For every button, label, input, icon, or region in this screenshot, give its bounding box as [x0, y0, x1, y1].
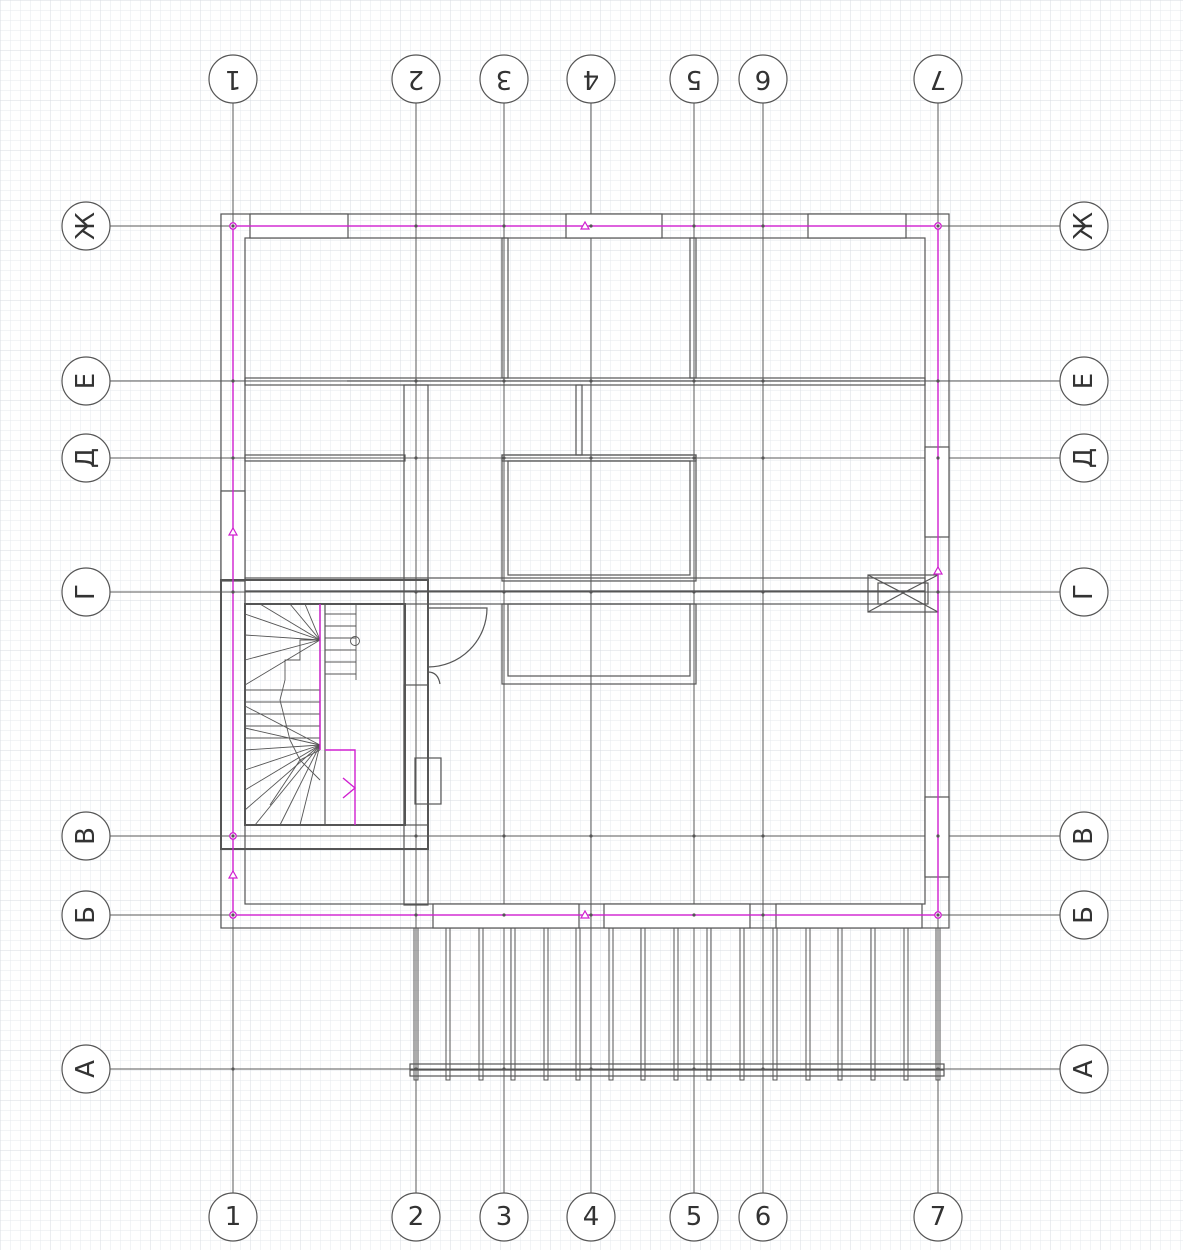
axis-bubble-bottom-4: 4: [566, 1192, 616, 1242]
window-east-1: [924, 446, 950, 538]
room-inner-2-in: [507, 603, 691, 677]
axis-bubble-right-4-label: Г: [1069, 584, 1099, 600]
staircase: [244, 603, 360, 826]
stair-arrow-path: [325, 749, 356, 825]
axis-bubble-left-2-label: Е: [71, 373, 101, 389]
axis-bubble-bottom-3-label: 3: [496, 1202, 513, 1232]
axis-bubble-right-1-label: Ж: [1069, 212, 1099, 240]
axis-bubble-bottom-7: 7: [913, 1192, 963, 1242]
post-axis-3-top: [501, 237, 509, 379]
axis-bubble-right-5: В: [1059, 811, 1109, 861]
axis-bubble-top-7: 7: [913, 54, 963, 104]
beam-row-d-left: [244, 454, 406, 462]
axis-bubble-left-2: Е: [61, 356, 111, 406]
axis-bubble-top-4: 4: [566, 54, 616, 104]
axis-bubble-left-4-label: Г: [71, 584, 101, 600]
axis-bubble-right-7-label: А: [1069, 1060, 1099, 1078]
axis-bubble-bottom-3: 3: [479, 1192, 529, 1242]
axis-bubble-left-7: А: [61, 1044, 111, 1094]
axis-bubble-top-6-label: 6: [755, 64, 772, 94]
axis-bubble-top-2-label: 2: [408, 64, 425, 94]
axis-bubble-bottom-1: 1: [208, 1192, 258, 1242]
door-swing: [427, 607, 488, 668]
axis-bubble-right-4: Г: [1059, 567, 1109, 617]
beam-row-e: [244, 377, 926, 386]
axis-bubble-left-3-label: Д: [71, 448, 101, 468]
axis-bubble-top-4-label: 4: [583, 64, 600, 94]
porch-joists: [413, 927, 941, 1081]
axis-bubble-bottom-5: 5: [669, 1192, 719, 1242]
axis-bubble-top-2: 2: [391, 54, 441, 104]
axis-bubble-bottom-7-label: 7: [930, 1202, 947, 1232]
axis-bubble-bottom-4-label: 4: [583, 1202, 600, 1232]
axis-bubble-left-6-label: Б: [71, 906, 101, 924]
axis-bubble-left-5: В: [61, 811, 111, 861]
axis-bubble-right-3: Д: [1059, 433, 1109, 483]
axis-bubble-right-2-label: Е: [1069, 373, 1099, 389]
duct: [414, 757, 442, 805]
axis-bubble-left-6: Б: [61, 890, 111, 940]
axis-bubble-left-4: Г: [61, 567, 111, 617]
axis-bubble-top-5-label: 5: [686, 64, 703, 94]
axis-bubble-right-2: Е: [1059, 356, 1109, 406]
axis-bubble-top-3-label: 3: [496, 64, 513, 94]
axis-bubble-left-5-label: В: [71, 827, 101, 845]
axis-bubble-top-6: 6: [738, 54, 788, 104]
axis-intersection-markers: [227, 220, 944, 1071]
axis-bubble-left-3: Д: [61, 433, 111, 483]
axis-bubble-top-1: 1: [208, 54, 258, 104]
axis-bubble-right-3-label: Д: [1069, 448, 1099, 468]
axis-bubble-right-6-label: Б: [1069, 906, 1099, 924]
axis-bubble-left-7-label: А: [71, 1060, 101, 1078]
stair-wall-east: [403, 684, 429, 826]
axis-bubble-top-3: 3: [479, 54, 529, 104]
axis-bubble-right-1: Ж: [1059, 201, 1109, 251]
axis-bubble-right-6: Б: [1059, 890, 1109, 940]
axis-bubble-right-5-label: В: [1069, 827, 1099, 845]
axis-bubble-bottom-5-label: 5: [686, 1202, 703, 1232]
axis-bubble-bottom-6: 6: [738, 1192, 788, 1242]
room-inner-1: [501, 454, 697, 582]
axis-bubble-bottom-2: 2: [391, 1192, 441, 1242]
axis-bubble-top-1-label: 1: [225, 64, 242, 94]
axis-bubble-top-5: 5: [669, 54, 719, 104]
window-south-3: [775, 903, 923, 929]
axis-bubble-left-1: Ж: [61, 201, 111, 251]
axis-bubble-top-7-label: 7: [930, 64, 947, 94]
window-south-2: [603, 903, 751, 929]
axis-bubble-bottom-2-label: 2: [408, 1202, 425, 1232]
axis-bubble-left-1-label: Ж: [71, 212, 101, 240]
axis-bubble-right-7: А: [1059, 1044, 1109, 1094]
post-axis-5-top: [689, 237, 697, 379]
window-south-1: [432, 903, 580, 929]
room-inner-1-in: [507, 460, 691, 576]
axis-bubble-bottom-6-label: 6: [755, 1202, 772, 1232]
axis-bubble-bottom-1-label: 1: [225, 1202, 242, 1232]
